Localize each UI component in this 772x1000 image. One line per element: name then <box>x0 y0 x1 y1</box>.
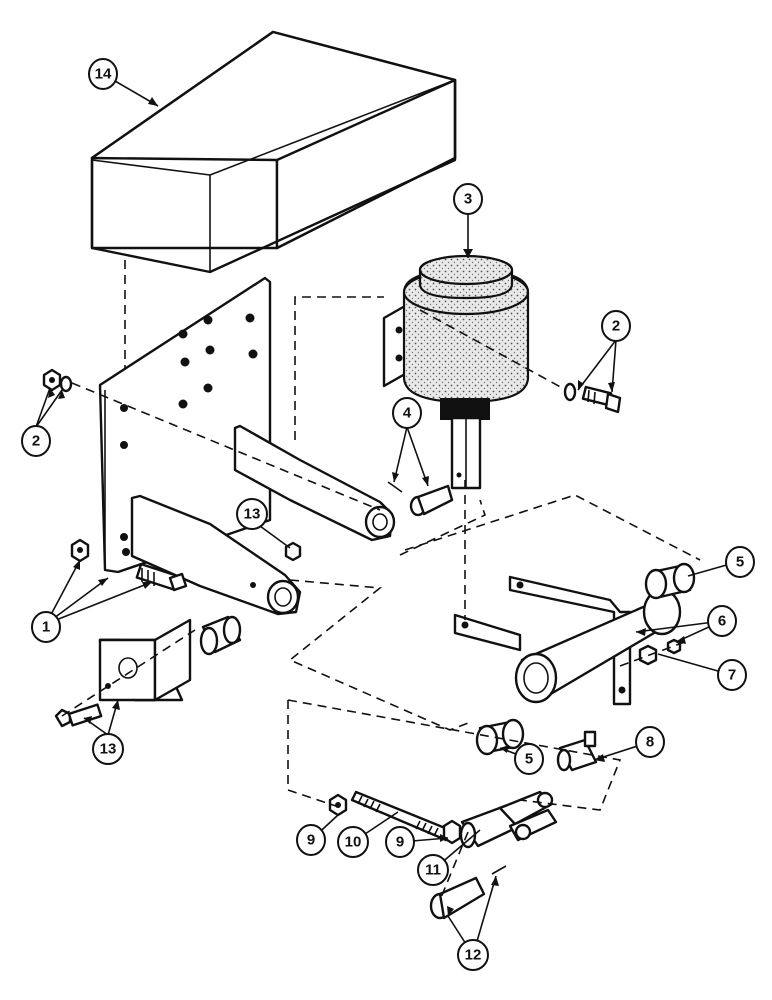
callout-3: 3 <box>453 183 483 215</box>
callout-label: 9 <box>396 834 404 851</box>
callout-5-top: 5 <box>725 546 755 578</box>
callout-label: 3 <box>464 191 472 208</box>
callout-1: 1 <box>31 611 61 643</box>
callout-13-lower: 13 <box>92 733 124 765</box>
callout-14: 14 <box>88 58 118 90</box>
sleeve <box>199 615 242 656</box>
set-screw-part-8 <box>556 730 598 772</box>
bracket-plate-part-13 <box>98 618 192 702</box>
callout-label: 5 <box>525 751 533 768</box>
callout-label: 6 <box>718 613 726 630</box>
callout-label: 13 <box>244 506 261 523</box>
fitting-part-6 <box>666 638 682 655</box>
assembly-dashlines <box>61 296 701 901</box>
callout-11: 11 <box>417 854 449 886</box>
callout-label: 8 <box>646 734 654 751</box>
callout-8: 8 <box>635 726 665 758</box>
bolt-part-1 <box>135 562 188 592</box>
callout-label: 10 <box>345 834 362 851</box>
pin-part-4 <box>387 481 454 517</box>
callout-label: 11 <box>425 862 441 879</box>
callout-12: 12 <box>457 939 489 971</box>
callout-4: 4 <box>392 397 422 429</box>
callout-6: 6 <box>707 605 737 637</box>
bolt-washer-part-2-right <box>563 382 622 414</box>
box-part-14 <box>90 30 457 274</box>
callout-label: 12 <box>465 947 482 964</box>
callout-label: 7 <box>728 667 736 684</box>
nut-part-9-right <box>442 819 462 845</box>
callout-label: 9 <box>307 832 315 849</box>
nut-part-13 <box>284 541 302 562</box>
nut-washer-part-2-left <box>42 368 73 393</box>
callout-2-left: 2 <box>21 425 51 457</box>
callout-5-bottom: 5 <box>514 743 544 775</box>
callout-label: 2 <box>32 433 40 450</box>
callout-label: 2 <box>612 318 620 335</box>
callout-2-right: 2 <box>601 310 631 342</box>
callout-7: 7 <box>717 659 747 691</box>
callout-13-upper: 13 <box>236 498 268 530</box>
arrowheads <box>48 97 686 916</box>
callout-label: 14 <box>95 66 112 83</box>
nut-part-1 <box>70 538 90 563</box>
bushing-part-5-bottom <box>475 718 525 756</box>
callout-label: 13 <box>100 741 117 758</box>
callout-10: 10 <box>337 826 369 858</box>
callout-label: 4 <box>403 405 412 422</box>
callout-label: 5 <box>736 554 744 571</box>
callout-9-left: 9 <box>296 824 326 856</box>
callout-9-right: 9 <box>385 826 415 858</box>
clevis-part-11 <box>459 790 558 849</box>
callout-label: 1 <box>42 619 50 636</box>
bushing-part-5-top <box>644 562 696 600</box>
solenoid-part-3 <box>382 254 530 490</box>
pivot-tube <box>514 588 682 704</box>
